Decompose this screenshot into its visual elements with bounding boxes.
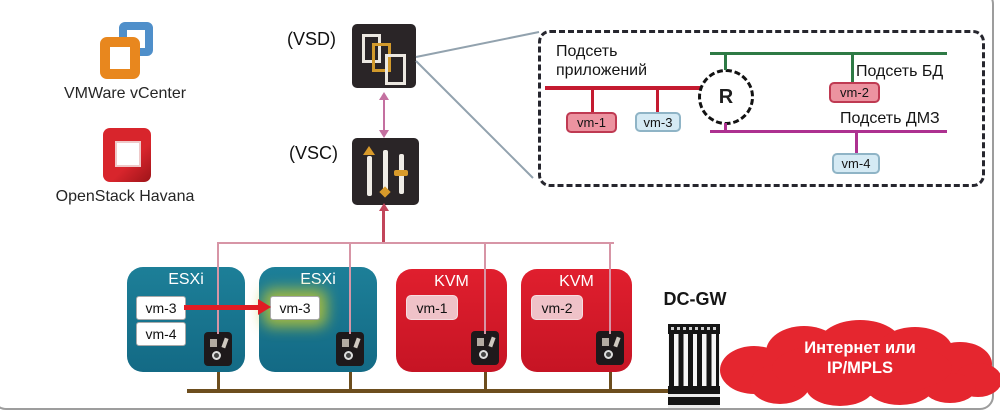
- vrs-agent-icon: [204, 332, 232, 366]
- vrs-agent-icon: [336, 332, 364, 366]
- esxi1-vm3: vm-3: [136, 296, 186, 320]
- vmware-vcenter-label: VMWare vCenter: [63, 85, 187, 102]
- kvm2-vm2: vm-2: [531, 295, 583, 320]
- underlay-drop-esxi1: [217, 366, 220, 391]
- internet-cloud-icon: [720, 320, 1000, 406]
- control-drop-kvm2: [609, 242, 611, 334]
- cloud-label-line2: IP/MPLS: [826, 359, 893, 377]
- vm-migration-arrow-head: [258, 299, 271, 315]
- vrs-glyph: [344, 351, 353, 360]
- vmware-logo-orange-square: [100, 37, 140, 79]
- vm3-node: vm-3: [635, 112, 681, 132]
- vrs-glyph: [602, 338, 609, 346]
- vm4-link: [855, 133, 858, 154]
- vsd-vsc-arrow-up: [379, 92, 389, 100]
- esxi2-title: ESXi: [300, 271, 336, 288]
- vm1-node: vm-1: [566, 112, 617, 133]
- vm2-node: vm-2: [829, 82, 880, 103]
- vrs-glyph: [342, 339, 349, 347]
- vsc-label: (VSC): [289, 143, 338, 163]
- underlay-drop-kvm2: [609, 366, 612, 391]
- esxi2-vm3-migrated: vm-3: [270, 296, 320, 320]
- slider-handle-icon: [363, 146, 375, 155]
- gateway-bottom-stripes: [668, 386, 720, 408]
- slider-handle-icon: [379, 186, 391, 198]
- vsd-vsc-link: [383, 98, 385, 132]
- underlay-drop-esxi2: [349, 366, 352, 391]
- dmz-subnet-label: Подсеть ДМЗ: [840, 110, 940, 127]
- kvm-host-1: KVM vm-1: [396, 269, 507, 372]
- gateway-vertical-stripes: [669, 334, 719, 386]
- openstack-logo-center: [115, 141, 141, 167]
- dc-gw-label: DC-GW: [663, 289, 727, 309]
- underlay-bus-line: [187, 389, 668, 393]
- underlay-drop-kvm1: [484, 366, 487, 391]
- app-subnet-line: [545, 86, 701, 90]
- vsd-card-icon: [362, 34, 381, 63]
- kvm1-vm1: vm-1: [406, 295, 458, 320]
- vsd-vsc-arrow-down: [379, 130, 389, 138]
- kvm2-title: KVM: [559, 273, 594, 290]
- app-subnet-label-line1: Подсеть: [556, 43, 618, 60]
- vrs-glyph: [488, 336, 496, 348]
- vsd-card-icon: [385, 54, 406, 85]
- vm4-node: vm-4: [832, 153, 880, 174]
- dmz-subnet-line: [710, 130, 947, 133]
- control-drop-kvm1: [484, 242, 486, 334]
- callout-lines: [415, 31, 540, 179]
- vsc-feed-arrow: [379, 203, 389, 211]
- openstack-havana-label: OpenStack Havana: [55, 188, 195, 205]
- router-dmz-link: [724, 123, 727, 132]
- kvm-host-2: KVM vm-2: [521, 269, 632, 372]
- esxi1-title: ESXi: [168, 271, 204, 288]
- esxi-host-2: ESXi vm-3: [259, 267, 377, 372]
- vm3-link: [656, 90, 659, 113]
- vrs-glyph: [212, 351, 221, 360]
- esxi1-vm4: vm-4: [136, 322, 186, 346]
- vrs-glyph: [477, 338, 484, 346]
- vsd-icon: [352, 24, 416, 88]
- vrs-glyph: [353, 337, 361, 349]
- vm-migration-arrow-line: [184, 305, 260, 310]
- kvm1-title: KVM: [434, 273, 469, 290]
- vm2-link: [851, 55, 854, 83]
- gateway-top-cap: [668, 324, 720, 334]
- vmware-vcenter-logo-icon: [100, 22, 154, 80]
- db-subnet-line: [710, 52, 947, 55]
- vrs-glyph: [479, 350, 488, 359]
- vsd-card-icon: [372, 43, 391, 72]
- gateway-top-dashes: [671, 327, 717, 330]
- control-drop-esxi2: [349, 242, 351, 334]
- router-icon: R: [698, 69, 754, 125]
- vsd-label: (VSD): [287, 29, 336, 49]
- control-drop-esxi1: [217, 242, 219, 334]
- vsc-feed-line: [382, 209, 385, 243]
- service-view-panel: [538, 30, 985, 187]
- openstack-logo-icon: [103, 128, 151, 182]
- vm1-link: [591, 90, 594, 113]
- cloud-label-line1: Интернет или: [804, 339, 916, 357]
- app-subnet-label-line2: приложений: [556, 62, 648, 79]
- vsc-icon: [352, 138, 419, 205]
- vrs-glyph: [210, 339, 217, 347]
- control-branch-line: [217, 242, 614, 244]
- slider-icon: [367, 156, 372, 196]
- vrs-glyph: [604, 350, 613, 359]
- app-subnet-label: Подсеть приложений: [556, 42, 647, 80]
- slider-icon: [383, 150, 388, 192]
- db-subnet-label: Подсеть БД: [856, 63, 944, 80]
- esxi-host-1: ESXi vm-3 vm-4: [127, 267, 245, 372]
- slider-handle-icon: [394, 170, 408, 176]
- router-db-link: [724, 53, 727, 70]
- dc-gateway-icon: [668, 324, 720, 408]
- vrs-agent-icon: [596, 331, 624, 365]
- vrs-glyph: [613, 336, 621, 348]
- internet-cloud-label: Интернет или IP/MPLS: [760, 338, 960, 378]
- vrs-agent-icon: [471, 331, 499, 365]
- vrs-glyph: [221, 337, 229, 349]
